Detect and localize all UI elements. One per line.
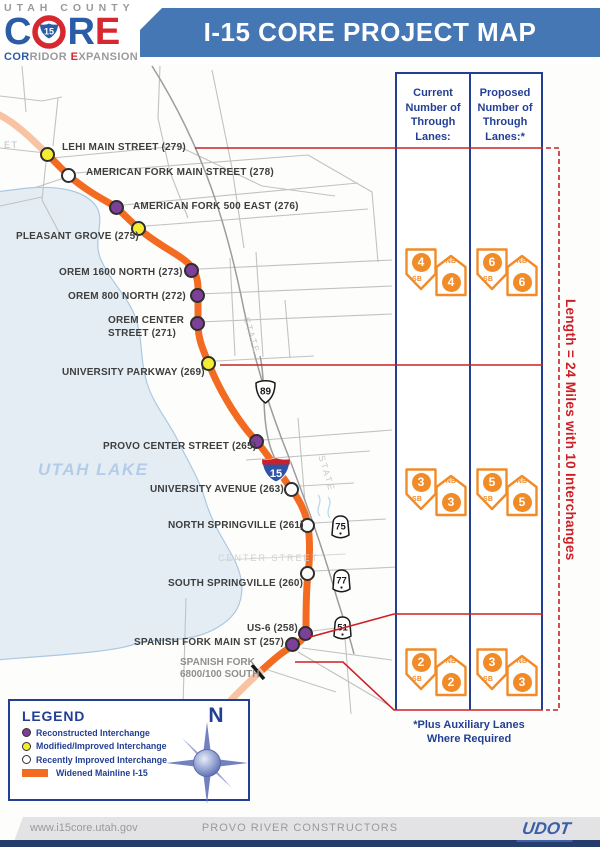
footer-bar xyxy=(14,817,600,841)
lane-count: 4 xyxy=(441,272,461,292)
lane-badge-nb: 6 NB xyxy=(506,254,538,297)
current-lanes-header: Current Number of Through Lanes: xyxy=(405,87,461,143)
logo-letter-c: C xyxy=(4,11,32,53)
logo-shield-number: 15 xyxy=(44,27,54,37)
legend-item-label: Recently Improved Interchange xyxy=(36,754,168,765)
logo-subtitle: CORRIDOR EXPANSION xyxy=(4,51,139,63)
length-note: Length = 24 Miles with 10 Interchanges xyxy=(563,299,578,561)
direction-label: NB xyxy=(516,658,528,665)
mainline-light-north xyxy=(0,111,49,156)
compass-rose-icon xyxy=(166,722,248,804)
legend-item-label: Reconstructed Interchange xyxy=(36,727,150,738)
reconstructed-icon xyxy=(22,728,31,737)
direction-label: SB xyxy=(412,496,423,503)
direction-label: NB xyxy=(516,478,528,485)
direction-label: NB xyxy=(445,478,457,485)
title-banner: I-15 CORE PROJECT MAP xyxy=(140,8,600,57)
recent-icon xyxy=(22,755,31,764)
logo-letter-e: E xyxy=(94,11,121,53)
lane-badge-nb: 4 NB xyxy=(435,254,467,297)
lane-count: 2 xyxy=(441,672,461,692)
legend-item-label: Widened Mainline I-15 xyxy=(56,768,148,778)
lane-count: 6 xyxy=(512,272,532,292)
modified-icon xyxy=(22,741,31,751)
lane-count: 3 xyxy=(411,472,431,492)
direction-label: NB xyxy=(516,258,528,265)
footer-url: www.i15core.utah.gov xyxy=(30,822,138,834)
page-title: I-15 CORE PROJECT MAP xyxy=(203,17,537,47)
lane-badge-nb: 3 NB xyxy=(435,474,467,517)
legend-item: Recently Improved Interchange xyxy=(22,754,167,765)
direction-label: NB xyxy=(445,258,457,265)
auxiliary-lanes-note: *Plus Auxiliary Lanes Where Required xyxy=(413,719,525,745)
legend-item: Widened Mainline I-15 xyxy=(22,768,167,779)
lane-badge-nb: 3 NB xyxy=(506,654,538,697)
project-end-tick xyxy=(250,663,266,681)
direction-label: SB xyxy=(412,276,423,283)
legend-title: LEGEND xyxy=(22,708,86,724)
north-label: N xyxy=(208,704,224,727)
direction-label: SB xyxy=(483,676,494,683)
panel-divider xyxy=(469,74,471,710)
lane-count: 6 xyxy=(482,252,502,272)
logo-letter-r: R xyxy=(67,11,95,53)
lane-count: 4 xyxy=(411,252,431,272)
lane-count: 3 xyxy=(441,492,461,512)
direction-label: NB xyxy=(445,658,457,665)
legend-item-label: Modified/Improved Interchange xyxy=(36,741,167,751)
legend-item: Modified/Improved Interchange xyxy=(22,741,167,752)
direction-label: SB xyxy=(483,276,494,283)
lane-count: 5 xyxy=(482,472,502,492)
lane-count: 3 xyxy=(482,652,502,672)
local-roads xyxy=(0,65,399,715)
lane-count: 5 xyxy=(512,492,532,512)
footer-strip xyxy=(0,840,600,847)
interstate-15-shield-icon: 15 xyxy=(32,15,67,49)
udot-logo: UDOT xyxy=(516,819,576,842)
lane-badge-nb: 2 NB xyxy=(435,654,467,697)
proposed-lanes-header: Proposed Number of Through Lanes:* xyxy=(477,87,533,143)
utah-lake-shape xyxy=(0,186,243,661)
legend-item: Reconstructed Interchange xyxy=(22,727,167,738)
lane-badge-nb: 5 NB xyxy=(506,474,538,517)
lanes-panel: Current Number of Through Lanes: Propose… xyxy=(395,72,543,710)
direction-label: SB xyxy=(483,496,494,503)
mainline-icon xyxy=(22,769,48,777)
lane-count: 3 xyxy=(512,672,532,692)
lane-count: 2 xyxy=(411,652,431,672)
footer-contractor: PROVO RIVER CONSTRUCTORS xyxy=(201,822,399,834)
direction-label: SB xyxy=(412,676,423,683)
logo-utah-county: UTAH COUNTY xyxy=(4,2,135,14)
